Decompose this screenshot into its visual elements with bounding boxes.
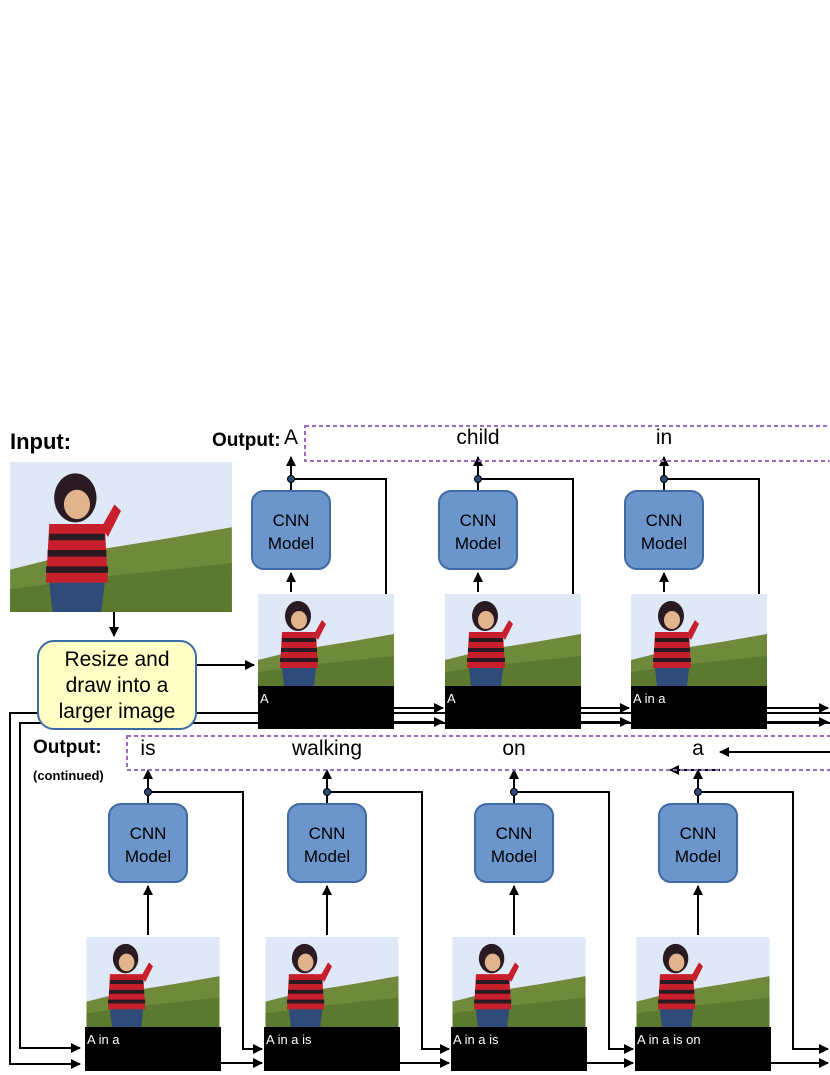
stage-text-strip <box>631 686 767 729</box>
stage-photo <box>452 937 586 1027</box>
stage-photo <box>636 937 770 1027</box>
word-feedback-wire <box>478 478 630 713</box>
stage-photo <box>265 937 399 1027</box>
junction-dot <box>323 788 331 796</box>
output-word: a <box>692 737 704 760</box>
junction-dot <box>287 475 295 483</box>
cnn-label: CNN <box>130 824 167 843</box>
cnn-model-box <box>438 490 518 570</box>
junction-dot <box>474 475 482 483</box>
junction-dot <box>660 475 668 483</box>
resize-box-line: larger image <box>59 700 176 723</box>
resize-box <box>37 640 197 730</box>
stage-text-strip <box>451 1027 587 1071</box>
resize-box-line: Resize and <box>64 648 169 671</box>
word-feedback-wire <box>514 791 634 1054</box>
cnn-model-box <box>287 803 367 883</box>
output-box-row1 <box>304 425 830 462</box>
stage-strip-text: A <box>447 691 456 706</box>
stage-text-strip <box>635 1027 771 1071</box>
stage-strip-text: A in a <box>87 1032 120 1047</box>
stage-strip-text: A in a is <box>266 1032 312 1047</box>
stage-strip-text: A in a is on <box>637 1032 701 1047</box>
word-feedback-wire <box>698 791 829 1054</box>
cnn-model-box <box>658 803 738 883</box>
output-word: child <box>456 426 499 449</box>
output-word: is <box>140 737 155 760</box>
return-wire-outer <box>9 712 830 1069</box>
cnn-label: Model <box>125 847 171 866</box>
output-label-continued: Output: <box>33 737 102 758</box>
stage-text-strip <box>258 686 394 729</box>
output-word: on <box>502 737 525 760</box>
stage-text-strip <box>445 686 581 729</box>
output-word: walking <box>291 737 362 760</box>
output-label: Output: <box>212 430 281 451</box>
cnn-model-box <box>624 490 704 570</box>
stage-photo <box>445 594 581 686</box>
cnn-label: CNN <box>680 824 717 843</box>
input-label: Input: <box>10 429 71 454</box>
return-wire-inner <box>19 722 830 1053</box>
stage-strip-text: A in a <box>633 691 666 706</box>
cnn-label: Model <box>641 534 687 553</box>
cnn-model-box <box>251 490 331 570</box>
cnn-label: Model <box>304 847 350 866</box>
cnn-label: CNN <box>273 511 310 530</box>
junction-dot <box>510 788 518 796</box>
output-word: in <box>656 426 672 449</box>
junction-dot <box>144 788 152 796</box>
stage-strip-text: A in a is <box>453 1032 499 1047</box>
stage-strip-text: A <box>260 691 269 706</box>
output-box-row2 <box>126 735 830 771</box>
cnn-label: CNN <box>646 511 683 530</box>
cnn-label: CNN <box>309 824 346 843</box>
output-word: A <box>284 426 298 449</box>
resize-box-line: draw into a <box>66 674 169 697</box>
stage-photo <box>86 937 220 1027</box>
cnn-label: CNN <box>460 511 497 530</box>
word-feedback-wire <box>664 478 829 713</box>
stage-text-strip <box>85 1027 221 1071</box>
word-feedback-wire <box>327 791 450 1054</box>
stage-photo <box>258 594 394 686</box>
cnn-label: Model <box>675 847 721 866</box>
cnn-model-box <box>108 803 188 883</box>
cnn-label: Model <box>455 534 501 553</box>
stage-photo <box>631 594 767 686</box>
cnn-label: CNN <box>496 824 533 843</box>
input-photo <box>10 462 232 612</box>
continued-note: (continued) <box>33 768 104 783</box>
cnn-model-box <box>474 803 554 883</box>
word-feedback-wire <box>291 478 444 713</box>
junction-dot <box>694 788 702 796</box>
cnn-label: Model <box>491 847 537 866</box>
cnn-label: Model <box>268 534 314 553</box>
word-feedback-wire <box>148 791 263 1054</box>
stage-text-strip <box>264 1027 400 1071</box>
